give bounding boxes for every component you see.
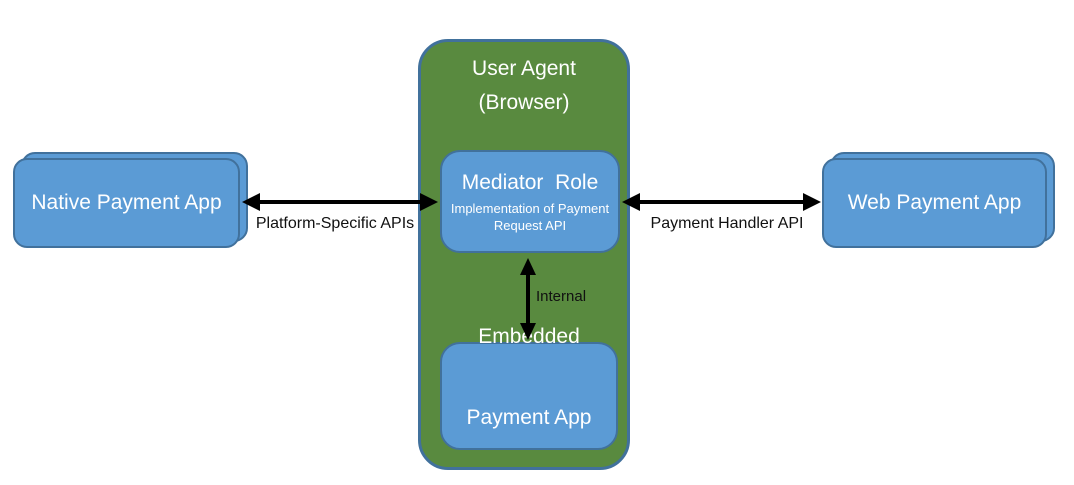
payment-handler-api-label: Payment Handler API — [650, 215, 804, 232]
arrow-head-right-icon — [803, 193, 821, 211]
mediator-subtitle-line2: Request API — [493, 218, 567, 233]
arrow-head-down-icon — [520, 323, 536, 340]
web-payment-app-title: Web Payment App — [847, 191, 1022, 214]
native-payment-app-title: Native Payment App — [31, 191, 222, 214]
arrow-head-left-icon — [622, 193, 640, 211]
user-agent-title-line1: User Agent — [472, 57, 576, 80]
user-agent-title: User Agent (Browser) — [418, 52, 630, 120]
arrow-head-left-icon — [242, 193, 260, 211]
embedded-payment-app-box: Embedded Payment App Implementation of B… — [440, 325, 618, 450]
mediator-subtitle-line1: Implementation of Payment — [450, 201, 610, 216]
internal-label: Internal — [536, 288, 587, 305]
payment-handler-api-arrow — [622, 193, 821, 211]
platform-specific-apis-arrow — [242, 193, 438, 211]
mediator-role-box: Mediator Role Implementation of Payment … — [440, 150, 620, 253]
arrow-head-up-icon — [520, 258, 536, 275]
arrow-head-right-icon — [420, 193, 438, 211]
internal-arrow — [520, 258, 536, 340]
web-payment-app-box: Web Payment App — [822, 158, 1047, 248]
embedded-title-line2: Payment App — [466, 406, 592, 429]
mediator-role-title: Mediator Role — [461, 171, 599, 194]
native-payment-app-box: Native Payment App — [13, 158, 240, 248]
mediator-role-subtitle: Implementation of Payment Request API — [451, 200, 609, 234]
user-agent-title-line2: (Browser) — [478, 91, 570, 114]
platform-specific-apis-label: Platform-Specific APIs — [255, 215, 415, 232]
